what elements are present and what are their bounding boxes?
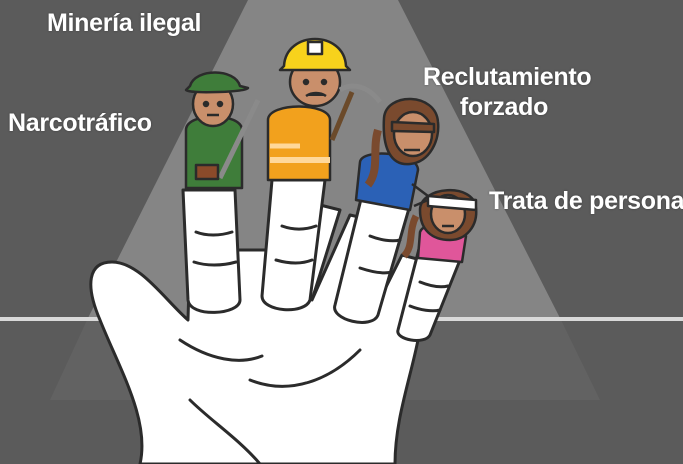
label-reclutamiento-forzado: Reclutamiento forzado [423,62,592,122]
label-narcotrafico: Narcotráfico [8,109,152,137]
blindfolded-girl-figure [354,97,440,212]
label-reclutamiento-line2: forzado [459,93,549,121]
label-trata-de-personas: Trata de personas [489,187,683,215]
hand [89,178,464,464]
miner-figure [266,37,382,182]
blindfolded-child-figure [401,183,478,264]
label-mineria-ilegal: Minería ilegal [47,9,202,37]
soldier-figure [184,71,261,190]
label-reclutamiento-line1: Reclutamiento [423,63,592,91]
